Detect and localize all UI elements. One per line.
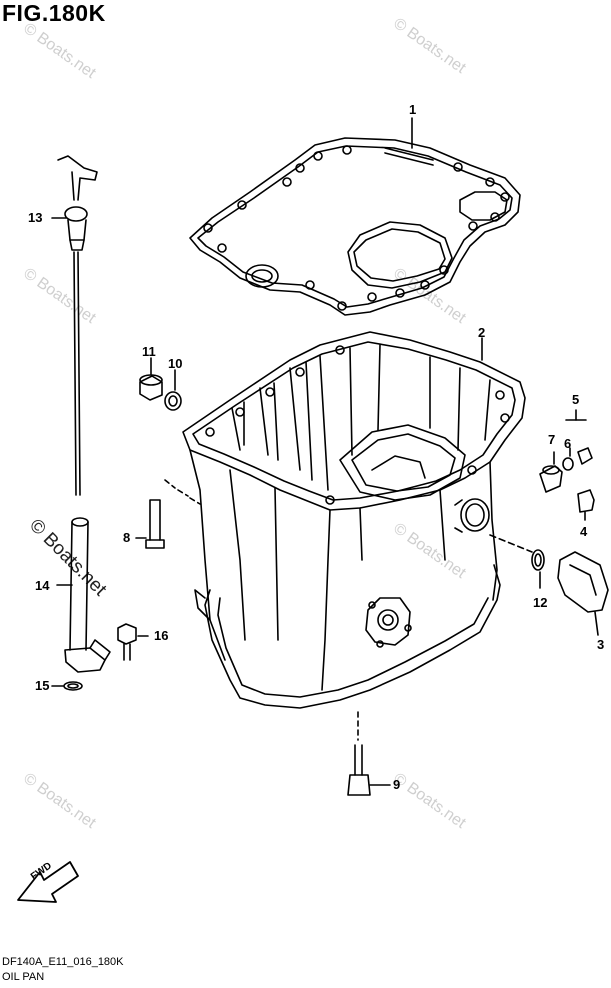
bolt-part-16 [117,623,149,661]
figure-code: DF140A_E11_016_180K [2,956,124,968]
bolt-part-8 [135,479,201,549]
o-ring-part-12 [489,534,545,589]
callout-4: 4 [580,524,588,539]
callout-5: 5 [572,392,580,407]
callout-11: 11 [142,344,156,359]
o-ring-part [51,681,83,691]
callout-6: 6 [564,436,572,451]
bolt-part-9 [347,711,391,796]
dipstick-guide-part [56,517,111,673]
gasket-part [189,117,521,316]
plug-part-4 [577,489,595,521]
plug-part-5 [565,409,593,465]
callout-8: 8 [123,530,131,545]
washer-part-6 [562,447,574,471]
plug-part-11 [139,357,163,401]
callout-16: 16 [154,628,169,643]
fitting-part-7 [539,451,563,493]
callout-2: 2 [478,325,486,340]
dipstick-part [51,155,98,496]
drain-plug-part-3 [557,551,609,636]
figure-caption: OIL PAN [2,971,45,983]
figure-title: FIG.180K [2,0,106,26]
callout-14: 14 [35,578,50,593]
callout-3: 3 [597,637,605,652]
callout-12: 12 [533,595,548,610]
washer-part-10 [164,369,182,411]
fwd-arrow [17,861,79,903]
callout-10: 10 [168,356,183,371]
callout-7: 7 [548,432,556,447]
callout-15: 15 [35,678,50,693]
callout-1: 1 [409,102,417,117]
callout-9: 9 [393,777,401,792]
oil-pan-part [182,331,526,709]
callout-13: 13 [28,210,43,225]
